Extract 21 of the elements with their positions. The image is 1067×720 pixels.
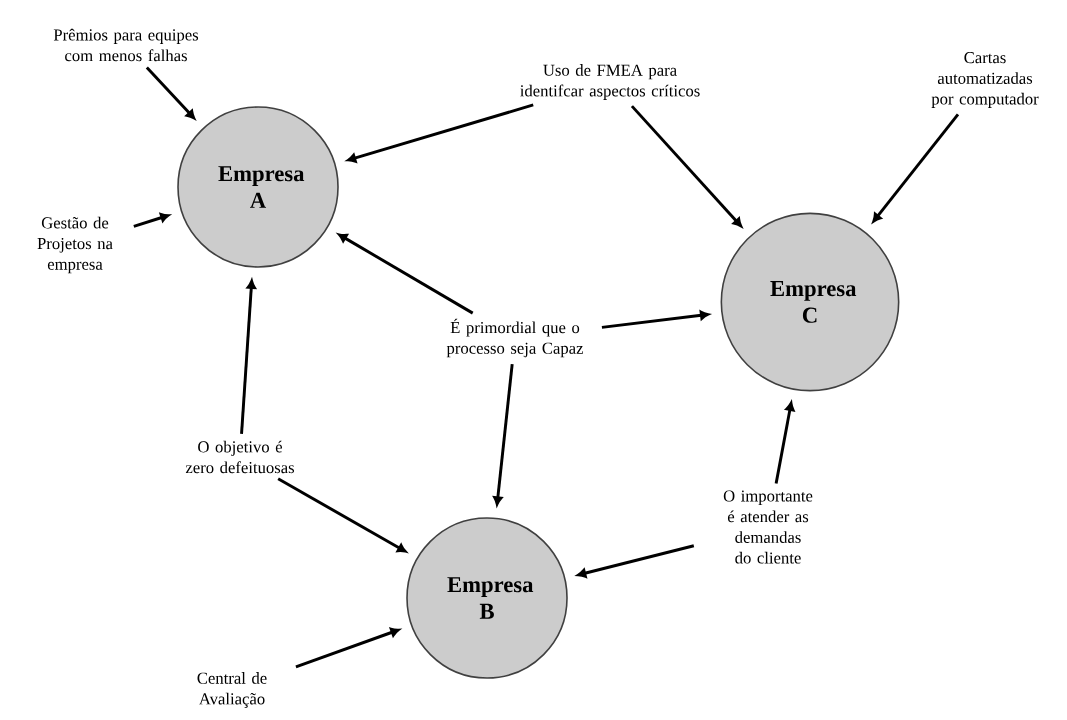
arrow [295, 627, 400, 669]
note-text: Cartas automatizadas por computador [931, 52, 1039, 108]
note-text: É primordial que o processo seja Capaz [446, 318, 584, 358]
note-text: Gestão de Projetos na empresa [37, 216, 113, 274]
note-text: O importante é atender as demandas do cliente [723, 490, 813, 564]
arrow [240, 279, 257, 434]
arrow [145, 66, 196, 120]
note-text: O objetivo é zero defeituosas [185, 440, 294, 474]
note-text: Prêmios para equipes com menos falhas [53, 28, 199, 62]
arrow [346, 103, 534, 163]
arrow [872, 113, 960, 223]
arrow [630, 105, 743, 228]
arrow [774, 401, 795, 484]
arrow [601, 310, 710, 329]
note-text: Uso de FMEA para identifcar aspectos críticos [520, 64, 700, 100]
note-text: Central de Avaliação [197, 672, 267, 708]
arrow [133, 212, 170, 228]
arrow [493, 364, 514, 506]
arrow [576, 544, 695, 578]
arrow [337, 233, 474, 315]
arrow [277, 477, 407, 553]
